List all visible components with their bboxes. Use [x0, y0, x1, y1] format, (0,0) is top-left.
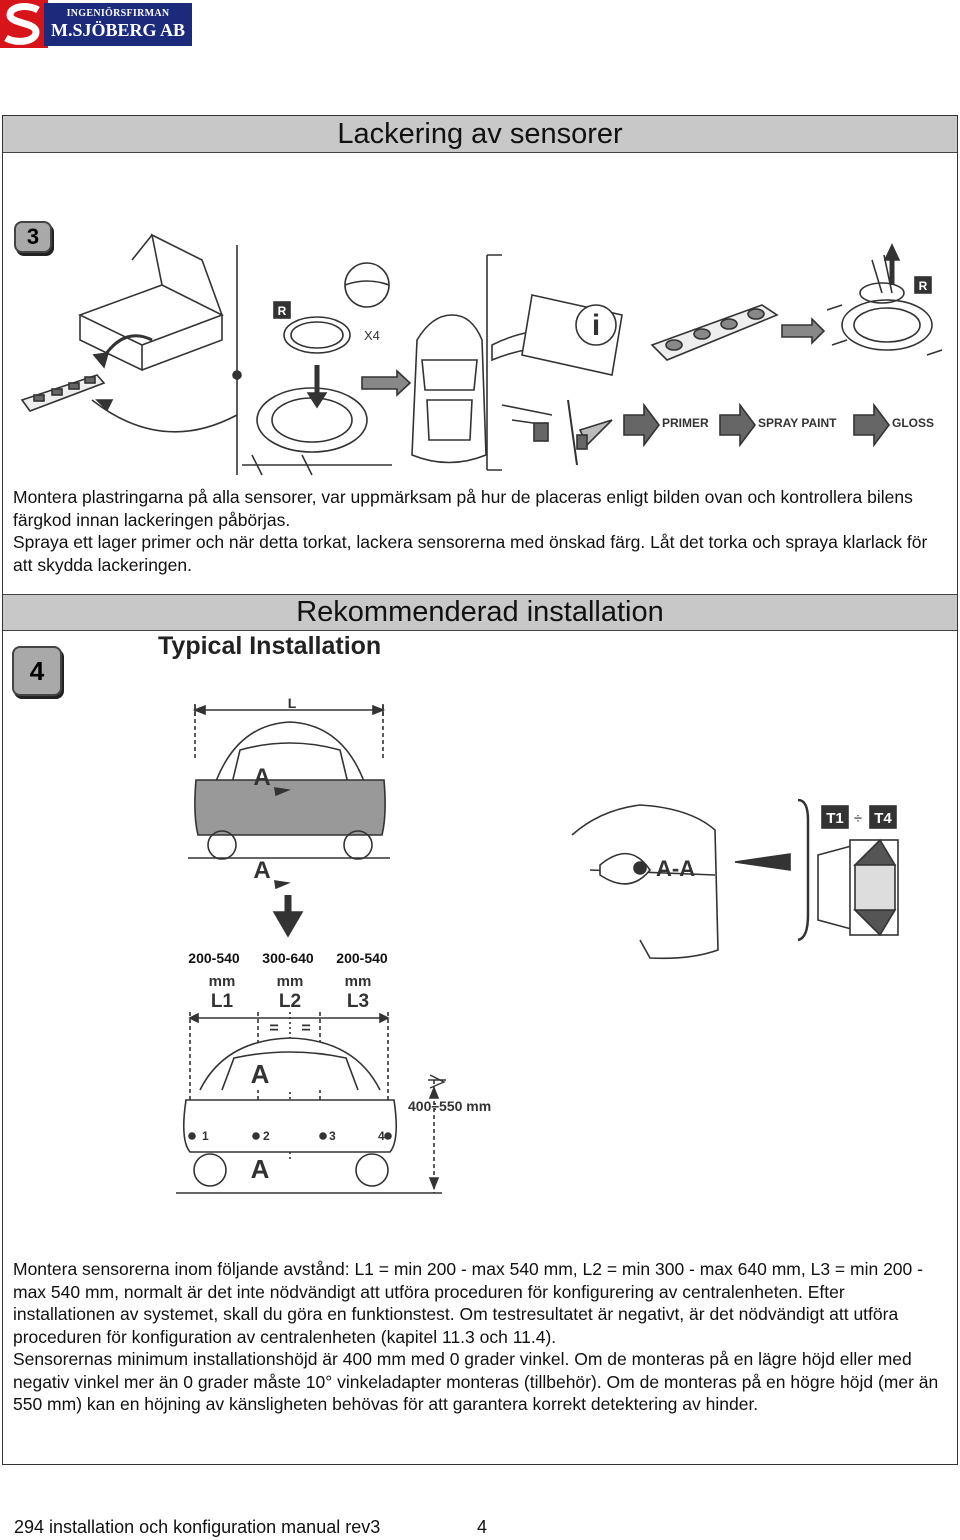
step-3-badge: 3: [14, 221, 52, 253]
unit-mm-3: mm: [345, 973, 372, 990]
height-range: 400÷550 mm: [408, 1098, 491, 1114]
content-frame: [2, 115, 958, 1465]
sensor-number-3: 3: [329, 1129, 336, 1143]
equal-mark-2: =: [301, 1020, 310, 1037]
section1-body-text: Montera plastringarna på alla sensorer, …: [13, 487, 928, 575]
logo-wordmark: INGENIÖRSFIRMAN M.SJÖBERG AB: [44, 3, 192, 46]
footer-document-title: 294 installation och konfiguration manua…: [14, 1517, 381, 1537]
tag-t1: T1: [826, 810, 844, 827]
section2-title: Rekommenderad installation: [3, 594, 957, 631]
label-gloss: GLOSS: [892, 416, 934, 430]
dim-range-l1: 200-540: [188, 950, 240, 966]
company-logo: INGENIÖRSFIRMAN M.SJÖBERG AB: [0, 0, 192, 48]
sensor-number-4: 4: [378, 1129, 385, 1143]
section-a-a-detail: A-A T1 ÷ T4: [571, 798, 899, 960]
marker-a-2: A: [253, 857, 270, 884]
logo-line2: M.SJÖBERG AB: [50, 20, 186, 40]
label-r-1: R: [278, 304, 287, 318]
label-r-2: R: [919, 279, 928, 293]
label-l3: L3: [347, 991, 369, 1012]
tag-t4: T4: [874, 810, 892, 827]
rear-view-top: L A A: [188, 695, 390, 938]
unit-mm-1: mm: [209, 973, 236, 990]
ring-and-car-drawing: R X4: [242, 262, 487, 476]
label-l1: L1: [211, 991, 234, 1012]
section2-body-text: Montera sensorerna inom följande avstånd…: [13, 1259, 939, 1414]
painting-illustration: R X4 i: [20, 233, 942, 476]
manual-and-spray-drawing: i: [486, 254, 623, 471]
label-x4: X4: [364, 328, 380, 343]
installation-diagram: L A A A-A T1 ÷ T4 200-540 30: [176, 695, 899, 1194]
dim-range-l3: 200-540: [336, 950, 388, 966]
logo-line1: INGENIÖRSFIRMAN: [66, 8, 170, 19]
label-primer: PRIMER: [662, 416, 709, 430]
dim-l: L: [288, 695, 297, 711]
svg-text:i: i: [592, 309, 600, 342]
marker-a-4: A: [251, 1154, 270, 1184]
sensor-number-2: 2: [263, 1129, 270, 1143]
marker-a-3: A: [251, 1059, 270, 1089]
paint-process-steps: PRIMER SPRAY PAINT GLOSS: [623, 402, 934, 448]
dim-range-l2: 300-640: [262, 950, 314, 966]
label-spray-paint: SPRAY PAINT: [758, 416, 837, 430]
label-l2: L2: [279, 991, 301, 1012]
tag-divide: ÷: [854, 810, 862, 827]
section-label-a-a: A-A: [656, 856, 695, 881]
rear-view-bottom: = = A A 1 2 3 4 400÷550 mm: [176, 1012, 491, 1194]
sensor-box-drawing: [20, 233, 242, 475]
sensor-number-1: 1: [202, 1129, 209, 1143]
unit-mm-2: mm: [277, 973, 304, 990]
typical-installation-heading: Typical Installation: [158, 632, 382, 660]
footer-page-number: 4: [477, 1517, 488, 1537]
logo-s-mark: [0, 0, 48, 48]
step-4-badge: 4: [12, 646, 62, 696]
section1-title: Lackering av sensorer: [3, 116, 957, 153]
distance-labels: 200-540 300-640 200-540 mm mm mm L1 L2 L…: [188, 950, 388, 1012]
equal-mark-1: =: [269, 1020, 278, 1037]
sensor-bar-and-ring-drawing: R: [650, 243, 942, 361]
marker-a-1: A: [253, 764, 270, 791]
